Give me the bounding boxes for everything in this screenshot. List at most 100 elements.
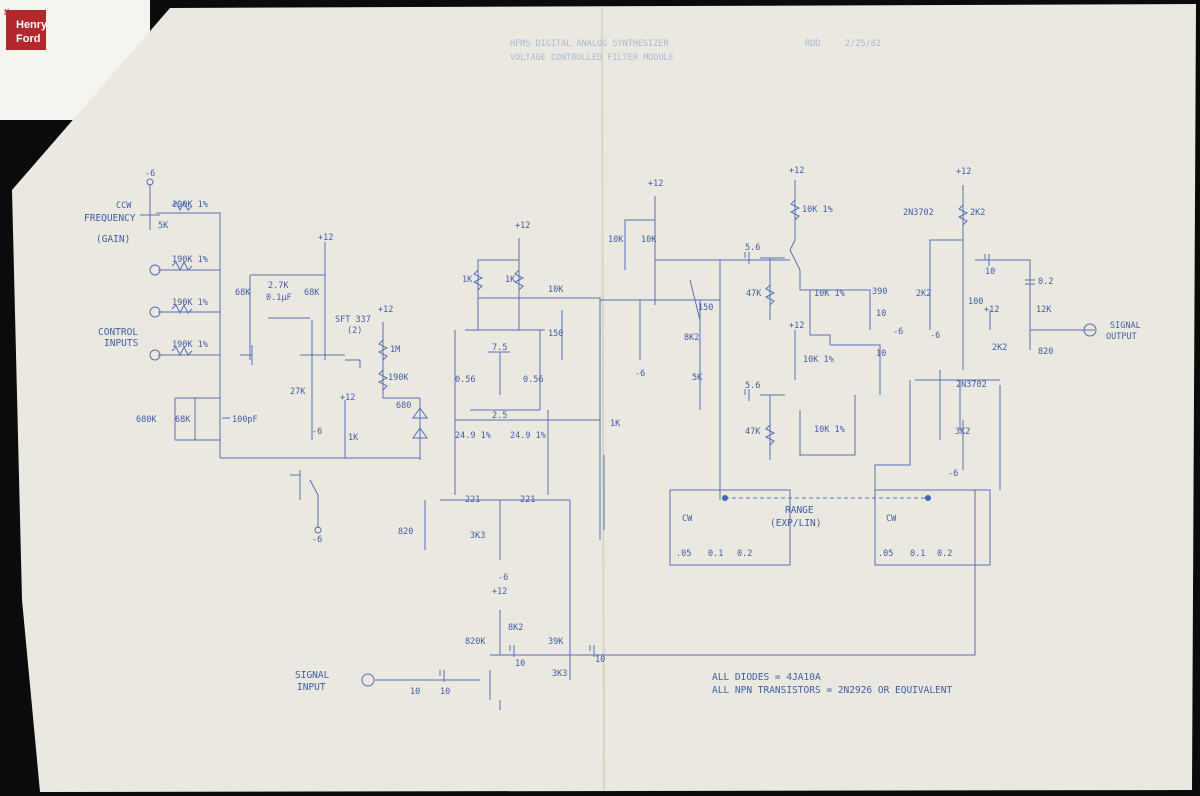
component-value: 10K 1% <box>814 425 845 435</box>
note-transistors: ALL NPN TRANSISTORS = 2N2926 OR EQUIVALE… <box>712 685 952 696</box>
component-value: 190K 1% <box>172 298 208 308</box>
component-value: 8K2 <box>684 333 699 343</box>
component-value: -6 <box>948 469 958 479</box>
component-value: 0.2 <box>937 549 952 559</box>
header-subtitle: VOLTAGE CONTROLLED FILTER MODULE <box>510 53 674 63</box>
component-value: 68K <box>235 288 251 298</box>
component-value: 5K <box>692 373 703 383</box>
component-value: 27K <box>290 387 306 397</box>
henry-ford-logo: the Henry Ford <box>4 7 47 50</box>
component-value: 680 <box>396 401 411 411</box>
component-value: +12 <box>318 233 333 243</box>
component-value: 3K2 <box>955 427 970 437</box>
component-value: 12K <box>1036 305 1052 315</box>
component-value: 190K 1% <box>172 255 208 265</box>
component-value: 1K <box>505 275 516 285</box>
component-value: -6 <box>312 427 322 437</box>
label-sft337: SFT 337 <box>335 315 371 325</box>
component-value: 10 <box>985 267 995 277</box>
component-value: -6 <box>145 169 155 179</box>
component-value: .05 <box>878 549 893 559</box>
label-2n3702-upper: 2N3702 <box>903 208 934 218</box>
component-value: 3K3 <box>552 669 567 679</box>
note-diodes: ALL DIODES = 4JA10A <box>712 672 821 683</box>
component-value: 10 <box>876 349 886 359</box>
component-value: 1K <box>348 433 359 443</box>
component-value: 24.9 1% <box>455 431 491 441</box>
component-value: +12 <box>984 305 999 315</box>
component-value: 680K <box>136 415 157 425</box>
component-value: +12 <box>956 167 971 177</box>
component-value: 5.6 <box>745 381 760 391</box>
component-value: 150 <box>548 329 563 339</box>
component-value: 0.1µF <box>266 293 292 303</box>
component-value: 5.6 <box>745 243 760 253</box>
component-value: CW <box>682 514 693 524</box>
label-signal-input-1: SIGNAL <box>295 670 330 681</box>
component-value: 820 <box>398 527 413 537</box>
component-values: -6 190K 1% 5K 190K 1% 190K 1% 190K 1% +1… <box>136 166 1053 697</box>
component-value: 68K <box>304 288 320 298</box>
component-value: 10 <box>410 687 420 697</box>
component-value: -6 <box>635 369 645 379</box>
component-value: +12 <box>378 305 393 315</box>
component-value: 1K <box>462 275 473 285</box>
component-value: 190K 1% <box>172 340 208 350</box>
component-value: 39K <box>548 637 564 647</box>
label-signal-input-2: INPUT <box>297 682 326 693</box>
label-range-mode: (EXP/LIN) <box>770 518 821 529</box>
component-value: 0.56 <box>455 375 475 385</box>
component-value: 10 <box>515 659 525 669</box>
component-value: 820K <box>465 637 486 647</box>
component-value: 10K <box>548 285 564 295</box>
wiring <box>140 178 1097 710</box>
component-value: 10 <box>876 309 886 319</box>
component-value: 221 <box>520 495 535 505</box>
logo-ford: Ford <box>16 33 41 45</box>
component-value: -6 <box>893 327 903 337</box>
component-value: CW <box>886 514 897 524</box>
component-value: +12 <box>789 166 804 176</box>
fold-line <box>601 7 605 791</box>
component-value: 10 <box>440 687 450 697</box>
component-value: +12 <box>515 221 530 231</box>
component-value: -6 <box>930 331 940 341</box>
logo-the: the <box>4 7 17 17</box>
component-value: 1K <box>610 419 621 429</box>
component-value: 190K <box>388 373 409 383</box>
component-value: 2.5 <box>492 411 507 421</box>
component-value: 0.2 <box>1038 277 1053 287</box>
component-value: 10K 1% <box>814 289 845 299</box>
component-value: 47K <box>745 427 761 437</box>
component-value: 5K <box>158 221 169 231</box>
component-value: 24.9 1% <box>510 431 546 441</box>
component-value: 10K 1% <box>802 205 833 215</box>
component-value: +12 <box>492 587 507 597</box>
label-sft337-qty: (2) <box>347 326 362 336</box>
component-value: +12 <box>648 179 663 189</box>
component-value: 390 <box>872 287 887 297</box>
component-value: 1M <box>390 345 400 355</box>
component-value: 7.5 <box>492 343 507 353</box>
component-value: 47K <box>746 289 762 299</box>
component-value: 2K2 <box>916 289 931 299</box>
label-2n3702-lower: 2N3702 <box>956 380 987 390</box>
paper <box>12 4 1196 792</box>
label-control-inputs-2: INPUTS <box>104 338 139 349</box>
component-value: -6 <box>498 573 508 583</box>
label-control-inputs-1: CONTROL <box>98 327 138 338</box>
component-value: 221 <box>465 495 480 505</box>
schematic-labels: CCW FREQUENCY (GAIN) CONTROL INPUTS SIGN… <box>84 201 1141 696</box>
component-value: +12 <box>340 393 355 403</box>
label-frequency: FREQUENCY <box>84 213 136 224</box>
label-range: RANGE <box>785 505 814 516</box>
component-value: 0.56 <box>523 375 543 385</box>
component-value: 10K <box>608 235 624 245</box>
label-gain: (GAIN) <box>96 234 130 245</box>
component-value: 820 <box>1038 347 1053 357</box>
component-value: 100pF <box>232 415 258 425</box>
component-value: 3K3 <box>470 531 485 541</box>
header-date: 2/25/82 <box>845 39 881 49</box>
component-value: 0.2 <box>737 549 752 559</box>
